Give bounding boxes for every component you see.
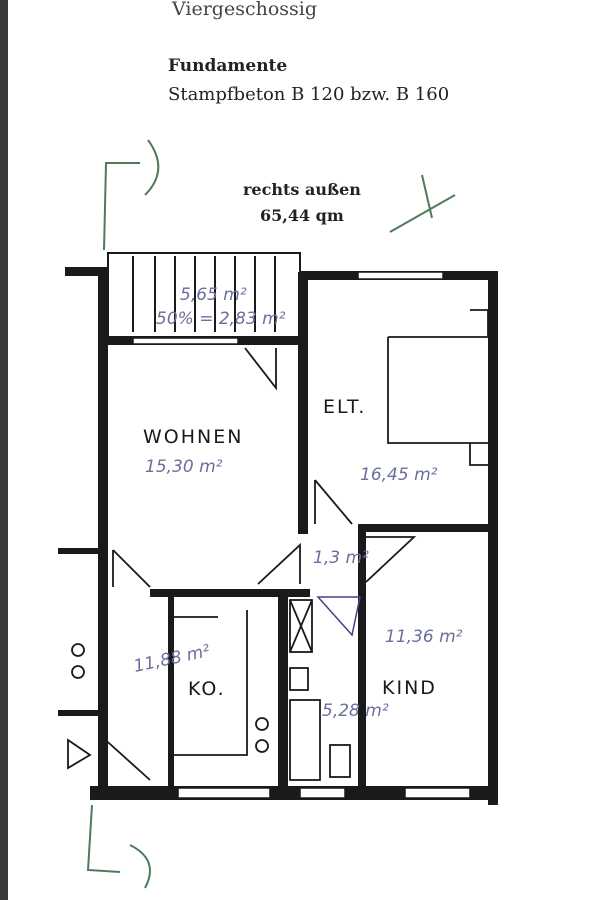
parents-label: ELT.: [323, 396, 366, 418]
pen-mark: [316, 596, 361, 637]
child-area: 11,36 m²: [385, 627, 463, 647]
child-label: KIND: [382, 677, 437, 699]
parents-area: 16,45 m²: [360, 465, 438, 485]
living-label: WOHNEN: [143, 426, 243, 448]
kitchen-label: KO.: [188, 678, 226, 700]
position-text: rechts außen: [243, 180, 361, 199]
balcony-area: 5,65 m²: [180, 285, 247, 305]
foundation-text: Stampfbeton B 120 bzw. B 160: [168, 84, 450, 105]
walls: [58, 267, 498, 805]
scan-edge: [0, 0, 8, 900]
balcony-counted-area: 50% = 2,83 m²: [156, 309, 286, 329]
bath-area: 5,28 m²: [322, 701, 389, 721]
balcony: [107, 252, 301, 338]
total-area-text: 65,44 qm: [260, 206, 344, 225]
doors-fixtures: [67, 309, 489, 781]
pencil-marks: [86, 139, 456, 889]
windows: [132, 271, 471, 799]
hall-area: 1,3 m²: [313, 548, 369, 568]
foundation-title: Fundamente: [168, 56, 288, 76]
living-area: 15,30 m²: [145, 457, 223, 477]
storeys-text: Viergeschossig: [172, 0, 318, 20]
